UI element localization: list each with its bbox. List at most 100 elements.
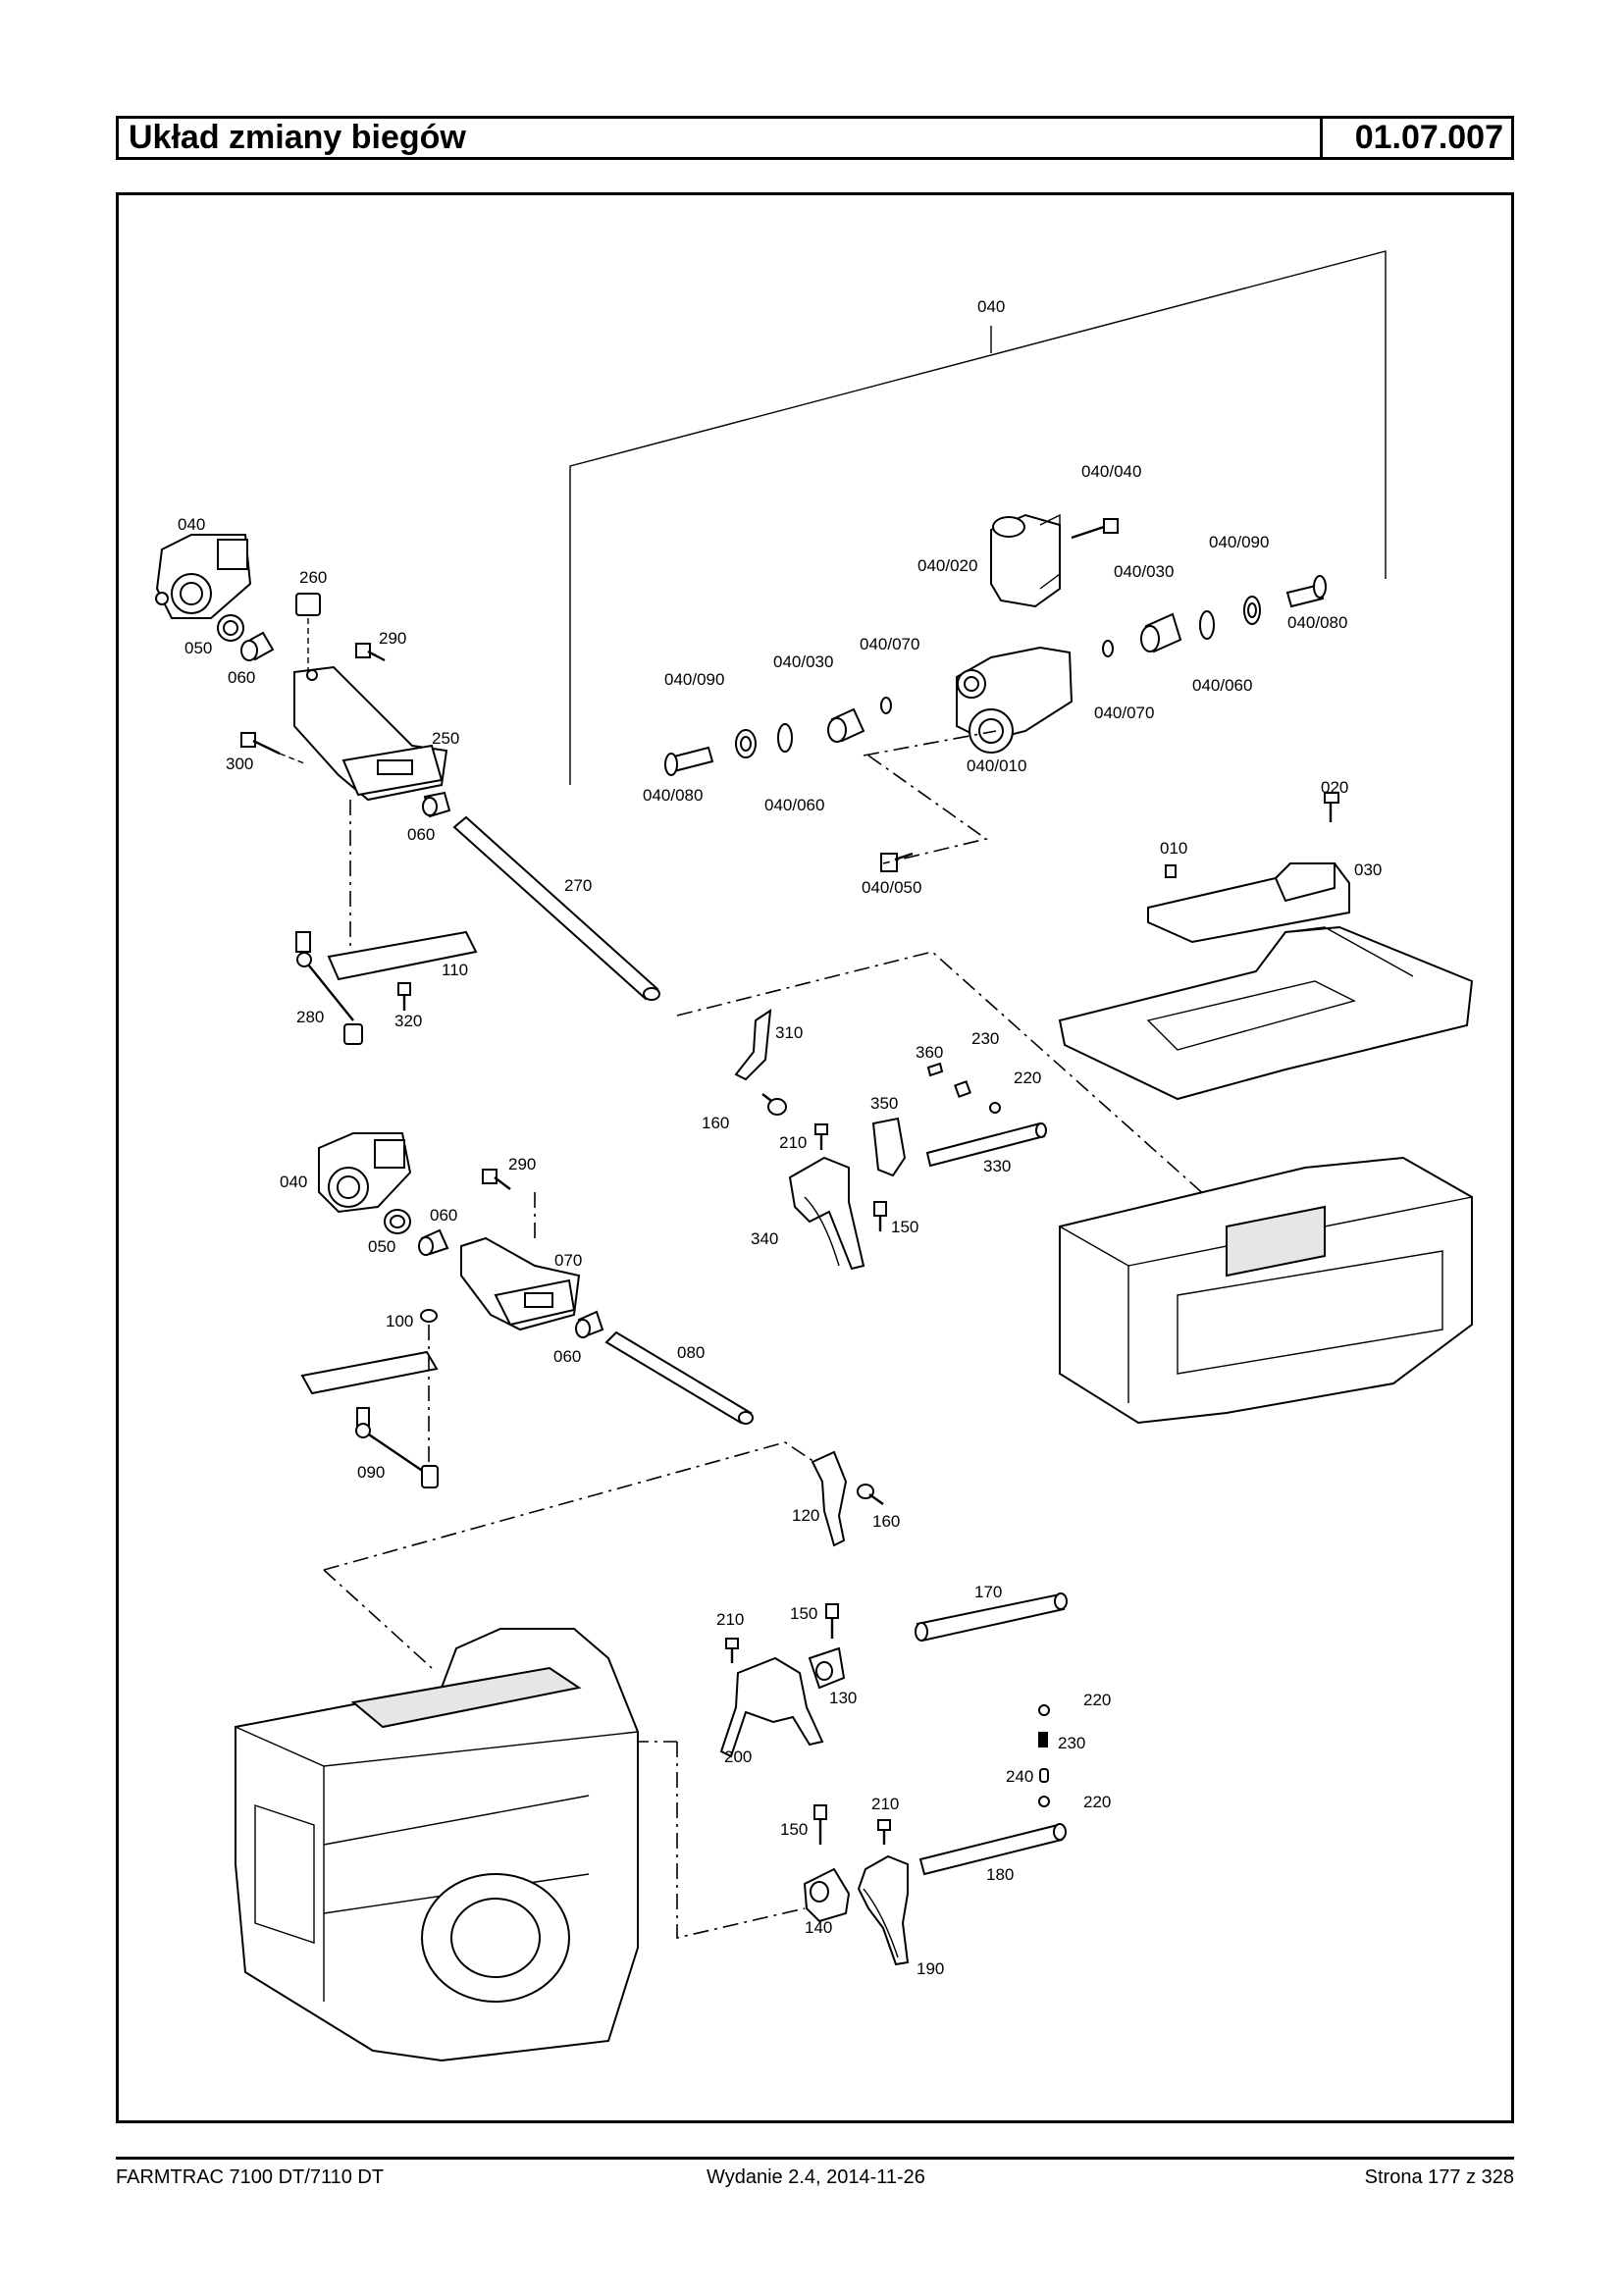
breather-plug-260 xyxy=(295,593,321,677)
bolt-160-b xyxy=(857,1484,884,1505)
callout-100: 100 xyxy=(386,1312,413,1330)
callout-060-a: 060 xyxy=(228,668,255,687)
callout-040-060-r: 040/060 xyxy=(1192,676,1252,695)
leader-dash-b xyxy=(863,730,997,756)
shift-housing-040-b xyxy=(318,1132,412,1214)
callout-220-b: 220 xyxy=(1083,1691,1111,1709)
footer-edition: Wydanie 2.4, 2014-11-26 xyxy=(707,2166,925,2188)
callout-160-b: 160 xyxy=(872,1512,900,1531)
bolt-150-a xyxy=(873,1201,887,1231)
callout-250: 250 xyxy=(432,729,459,748)
pin-360 xyxy=(926,1062,944,1077)
callout-040-070-c: 040/070 xyxy=(860,635,919,653)
callout-labels: 040 040/040 040/020 040/090 040/030 040/… xyxy=(178,297,1382,1978)
pin-040-080-l xyxy=(664,746,714,776)
shift-housing-040-a xyxy=(155,534,252,619)
callout-060-c: 060 xyxy=(430,1206,457,1225)
callout-290-b: 290 xyxy=(508,1155,536,1174)
callout-040-080-l: 040/080 xyxy=(643,786,703,805)
callout-280: 280 xyxy=(296,1008,324,1026)
bolt-150-b xyxy=(825,1603,839,1639)
bushing-060-b xyxy=(422,791,451,818)
bolt-160-a xyxy=(761,1093,787,1116)
screw-010 xyxy=(1165,864,1177,878)
footer-model: FARMTRAC 7100 DT/7110 DT xyxy=(116,2166,385,2188)
callout-330: 330 xyxy=(983,1157,1011,1175)
oring-040-070-c xyxy=(880,697,892,714)
oring-040-070-r xyxy=(1102,640,1114,657)
gearbox-top-housing xyxy=(1058,925,1474,1101)
circlip-040-060-r xyxy=(1199,610,1215,640)
spring-230-b xyxy=(1038,1732,1048,1747)
callout-040-090-r: 040/090 xyxy=(1209,533,1269,551)
header-bar: Układ zmiany biegów 01.07.007 xyxy=(116,116,1514,160)
callout-160-a: 160 xyxy=(702,1114,729,1132)
callout-080: 080 xyxy=(677,1343,705,1362)
seal-040-090-r xyxy=(1243,596,1261,625)
shift-rod-080 xyxy=(604,1330,754,1425)
callout-220-a: 220 xyxy=(1014,1069,1041,1087)
seal-040-090-l xyxy=(735,729,757,758)
callout-180: 180 xyxy=(986,1865,1014,1884)
leader-dash-c xyxy=(867,755,988,864)
callout-060-d: 060 xyxy=(553,1347,581,1366)
callout-040-050: 040/050 xyxy=(862,878,921,897)
bolt-290-b xyxy=(482,1169,511,1190)
callout-040-040: 040/040 xyxy=(1081,462,1141,481)
callout-040-070-r: 040/070 xyxy=(1094,704,1154,722)
callout-050-a: 050 xyxy=(184,639,212,657)
shift-fork-340 xyxy=(788,1156,865,1271)
ball-220-c xyxy=(1038,1796,1050,1807)
callout-110: 110 xyxy=(442,961,468,979)
callout-230-a: 230 xyxy=(971,1029,999,1048)
callout-210-a: 210 xyxy=(779,1133,807,1152)
callout-340: 340 xyxy=(751,1229,778,1248)
bolt-290-a xyxy=(355,643,386,662)
seal-ring-050-b xyxy=(384,1209,411,1234)
bolt-210-b xyxy=(725,1638,739,1663)
shift-housing-040-020 xyxy=(990,513,1061,608)
callout-200: 200 xyxy=(724,1747,752,1766)
callout-150-c: 150 xyxy=(780,1820,808,1839)
callout-040-top: 040 xyxy=(977,297,1005,316)
bolt-320 xyxy=(397,982,411,1011)
callout-040-060-l: 040/060 xyxy=(764,796,824,814)
leader-dash-h xyxy=(323,1569,433,1669)
shift-rod-330 xyxy=(925,1121,1047,1168)
callout-020: 020 xyxy=(1321,778,1348,797)
linkage-rod-280 xyxy=(295,931,363,1045)
callout-150-a: 150 xyxy=(891,1218,918,1236)
pin-240 xyxy=(1039,1768,1049,1783)
callout-300: 300 xyxy=(226,755,253,773)
bolt-040-050 xyxy=(880,852,914,872)
leader-dash-d xyxy=(676,951,1208,1198)
bolt-300 xyxy=(240,732,305,764)
bolt-020 xyxy=(1324,792,1339,822)
callout-040-a: 040 xyxy=(178,515,205,534)
callout-150-b: 150 xyxy=(790,1604,817,1623)
fork-block-130 xyxy=(808,1646,846,1690)
callout-070: 070 xyxy=(554,1251,582,1270)
cover-plate-030 xyxy=(1147,862,1350,944)
seal-ring-050-a xyxy=(217,614,244,642)
callout-220-c: 220 xyxy=(1083,1793,1111,1811)
assembly-bracket-040 xyxy=(569,250,1387,785)
callout-030: 030 xyxy=(1354,861,1382,879)
shift-housing-040-010 xyxy=(956,646,1074,754)
callout-060-b: 060 xyxy=(407,825,435,844)
callout-040-030-l: 040/030 xyxy=(773,652,833,671)
callout-260: 260 xyxy=(299,568,327,587)
bushing-060-c xyxy=(418,1228,449,1256)
page-title: Układ zmiany biegów xyxy=(129,119,466,156)
bushing-040-030-l xyxy=(827,707,865,743)
shift-tower-070 xyxy=(460,1236,581,1331)
callout-210-b: 210 xyxy=(716,1610,744,1629)
bushing-040-030-r xyxy=(1140,612,1182,653)
fork-block-140 xyxy=(803,1867,851,1923)
bolt-210-c xyxy=(877,1819,891,1845)
callout-040-090-l: 040/090 xyxy=(664,670,724,689)
callout-210-c: 210 xyxy=(871,1795,899,1813)
circlip-040-060-l xyxy=(777,723,793,753)
callout-190: 190 xyxy=(917,1959,944,1978)
callout-350: 350 xyxy=(870,1094,898,1113)
